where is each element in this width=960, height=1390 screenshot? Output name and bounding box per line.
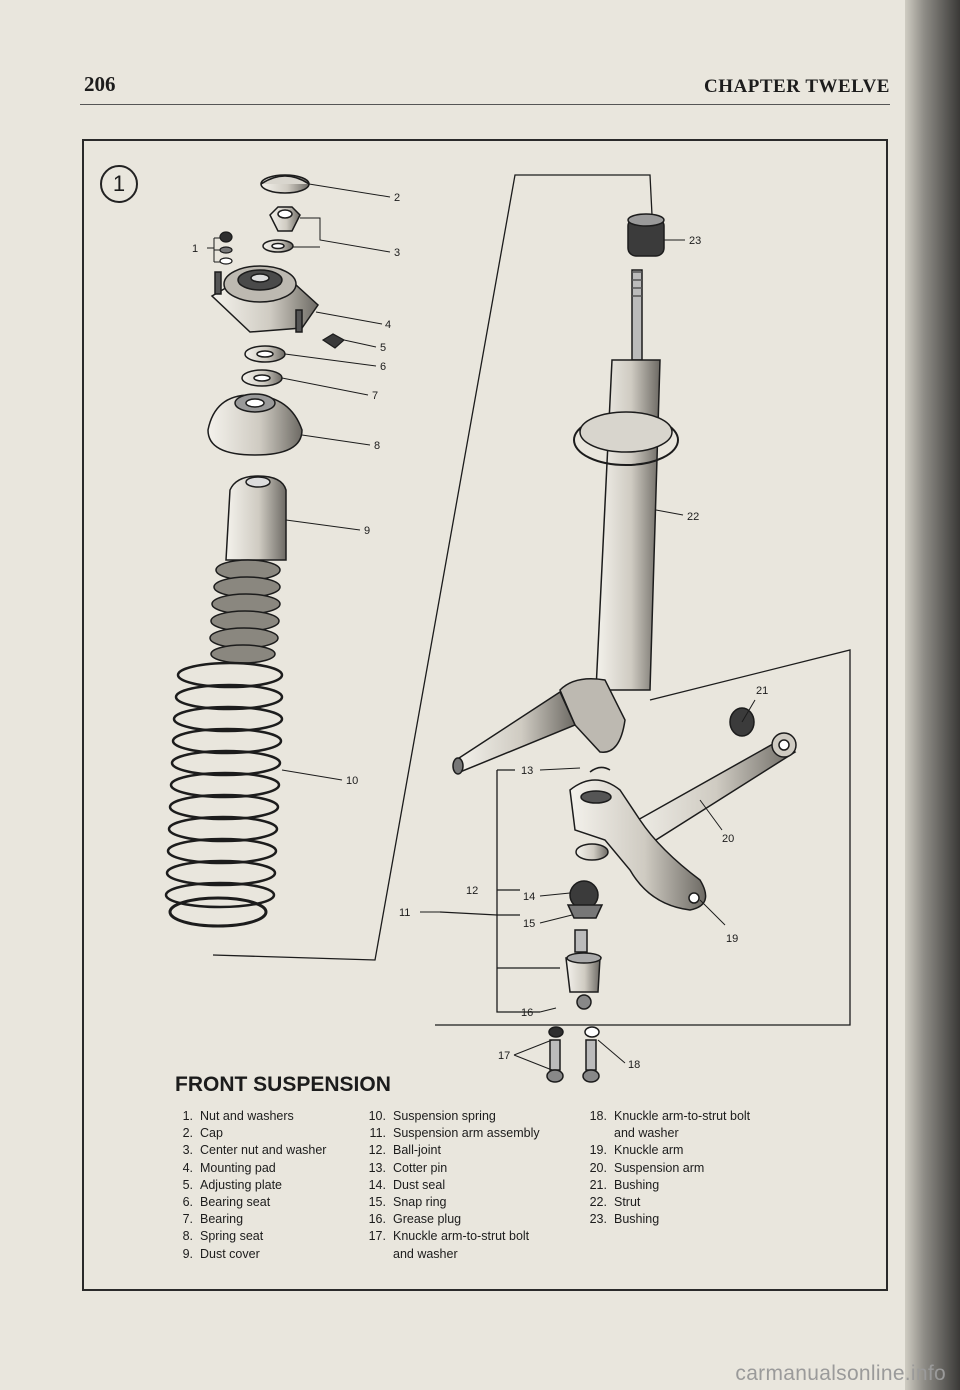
legend-column-1: 1.Nut and washers 2.Cap 3.Center nut and… — [167, 1108, 327, 1263]
part-strut — [452, 269, 679, 775]
callout-12: 12 — [466, 885, 478, 897]
legend-item: 18.Knuckle arm-to-strut bolt — [589, 1109, 751, 1123]
legend-item: 16.Grease plug — [368, 1212, 462, 1227]
part-mounting-pad — [210, 265, 319, 333]
strut-group-outline — [435, 649, 851, 1026]
legend-item: 15.Snap ring — [368, 1195, 447, 1210]
callout-15: 15 — [523, 918, 535, 930]
page-number: 206 — [84, 72, 116, 96]
legend-item: 5.Adjusting plate — [182, 1177, 283, 1192]
legend-item: 14.Dust seal — [368, 1177, 446, 1192]
legend-item-continuation: and washer — [614, 1126, 679, 1141]
callout-21: 21 — [756, 685, 768, 697]
callout-11: 11 — [399, 907, 410, 919]
figure-frame — [82, 139, 888, 1291]
legend-item: 23.Bushing — [589, 1212, 660, 1227]
legend-item-continuation: and washer — [393, 1246, 458, 1261]
callout-5: 5 — [380, 342, 386, 354]
legend-item: 22.Strut — [589, 1195, 641, 1210]
callout-4: 4 — [385, 319, 391, 331]
callout-18: 18 — [628, 1059, 640, 1071]
part-knuckle-arm — [569, 766, 707, 911]
callout-6: 6 — [380, 361, 386, 373]
part-ball-joint — [565, 843, 609, 1010]
legend-item: 6.Bearing seat — [182, 1195, 271, 1210]
leader-lines — [207, 183, 756, 1071]
callout-7: 7 — [372, 390, 378, 402]
legend-column-3: 18.Knuckle arm-to-strut bolt and washer … — [581, 1108, 751, 1228]
callout-1: 1 — [192, 243, 198, 255]
part-suspension-spring — [164, 661, 284, 928]
callout-labels: 2 3 1 4 5 6 7 8 9 10 11 12 13 14 15 16 1… — [192, 192, 768, 1071]
legend-item: 4.Mounting pad — [182, 1160, 276, 1175]
callout-8: 8 — [374, 440, 380, 452]
legend-item: 8.Spring seat — [182, 1229, 264, 1244]
legend-item: 10.Suspension spring — [368, 1109, 496, 1123]
callout-13: 13 — [521, 765, 533, 777]
legend-item: 19.Knuckle arm — [589, 1143, 684, 1158]
legend-item: 21.Bushing — [589, 1177, 660, 1192]
legend-item: 9.Dust cover — [182, 1246, 260, 1261]
part-dust-cover — [209, 475, 287, 664]
callout-2: 2 — [394, 192, 400, 204]
callout-14: 14 — [523, 891, 535, 903]
callout-22: 22 — [687, 511, 699, 523]
paper-edge-shadow — [905, 0, 960, 1390]
callout-17: 17 — [498, 1050, 510, 1062]
callout-10: 10 — [346, 775, 358, 787]
callout-19: 19 — [726, 933, 738, 945]
chapter-title: CHAPTER TWELVE — [704, 76, 890, 97]
part-adjusting-plate — [321, 333, 346, 349]
legend-item: 2.Cap — [182, 1126, 223, 1141]
part-cap — [260, 174, 310, 194]
part-bushing-top — [627, 213, 665, 257]
figure-title: FRONT SUSPENSION — [175, 1073, 391, 1096]
legend-item: 17.Knuckle arm-to-strut bolt — [368, 1229, 530, 1244]
legend-item: 1.Nut and washers — [182, 1109, 294, 1123]
callout-23: 23 — [689, 235, 701, 247]
part-center-nut — [262, 206, 301, 253]
legend-column-2: 10.Suspension spring 11.Suspension arm a… — [360, 1108, 540, 1263]
legend-item: 20.Suspension arm — [589, 1160, 705, 1175]
figure-number: 1 — [100, 165, 138, 203]
legend-item: 13.Cotter pin — [368, 1160, 448, 1175]
spring-group-outline — [212, 174, 653, 961]
part-knuckle-bolts — [546, 1026, 600, 1083]
header-rule — [80, 104, 890, 105]
callout-3: 3 — [394, 247, 400, 259]
callout-20: 20 — [722, 833, 734, 845]
legend-item: 3.Center nut and washer — [182, 1143, 327, 1158]
part-nut-and-washers — [219, 231, 233, 265]
legend-item: 7.Bearing — [182, 1212, 244, 1227]
legend-item: 11.Suspension arm assembly — [369, 1126, 540, 1141]
part-bearing-seat — [241, 345, 286, 387]
legend-item: 12.Ball-joint — [368, 1143, 441, 1158]
callout-9: 9 — [364, 525, 370, 537]
ball-joint-bracket — [496, 770, 560, 1013]
watermark: carmanualsonline.info — [735, 1362, 946, 1385]
callout-16: 16 — [521, 1007, 533, 1019]
part-spring-seat — [207, 393, 303, 456]
